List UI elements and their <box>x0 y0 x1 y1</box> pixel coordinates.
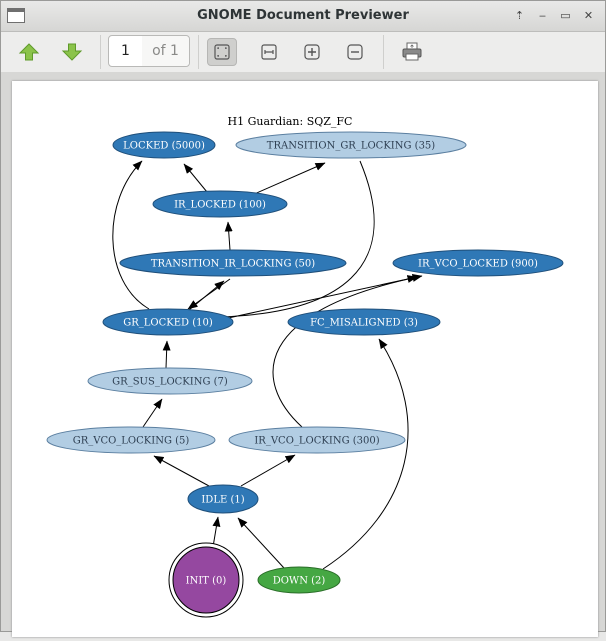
edge-gr_vco-to-gr_sus <box>142 398 163 428</box>
node-shape <box>392 249 564 277</box>
zoom-in-icon <box>304 44 320 60</box>
edge-idle-to-gr_vco <box>153 455 210 487</box>
edge-gr_locked-to-locked <box>112 160 150 310</box>
edge-trans_ir-to-gr_locked <box>187 278 231 310</box>
fit-page-icon <box>214 44 230 60</box>
node-label: IR_VCO_LOCKED (900) <box>418 259 538 270</box>
zoom-out-icon <box>347 44 363 60</box>
window-title: GNOME Document Previewer <box>197 8 409 23</box>
node-shape <box>152 190 288 218</box>
fit-width-icon <box>261 44 277 60</box>
edge-gr_locked-to-ir_vco_locked <box>218 275 418 321</box>
edge-ir_vco-to-ir_vco_locked <box>272 274 423 428</box>
node-label: GR_VCO_LOCKING (5) <box>73 436 190 447</box>
window-icon <box>7 8 25 23</box>
toolbar-separator <box>383 35 384 69</box>
document-page: H1 Guardian: SQZ_FC LOCKED (5000) TRANSIT… <box>12 81 598 637</box>
edge-trans_gr-to-gr_locked <box>186 160 375 322</box>
node-shape <box>87 367 253 395</box>
window-controls: ⇡ ‒ ▭ ✕ <box>509 6 599 25</box>
node-label: IDLE (1) <box>201 495 244 506</box>
node-label: FC_MISALIGNED (3) <box>310 318 418 329</box>
node-label: GR_SUS_LOCKING (7) <box>112 377 228 388</box>
toolbar-separator <box>100 35 101 69</box>
document-view[interactable]: H1 Guardian: SQZ_FC LOCKED (5000) TRANSIT… <box>1 72 605 637</box>
node-shape <box>287 308 441 336</box>
best-fit-button[interactable] <box>207 38 237 66</box>
node-label: GR_LOCKED (10) <box>123 318 213 329</box>
arrow-down-icon <box>61 43 83 61</box>
toolbar-separator <box>198 35 199 69</box>
page-number-input[interactable]: 1 <box>109 36 143 66</box>
node-gr-locked: GR_LOCKED (10) <box>102 308 234 336</box>
node-shape <box>172 546 240 614</box>
node-label: TRANSITION_IR_LOCKING (50) <box>151 259 315 270</box>
node-label: TRANSITION_GR_LOCKING (35) <box>267 141 436 152</box>
node-gr-sus: GR_SUS_LOCKING (7) <box>87 367 253 395</box>
page-count-label: of 1 <box>142 36 189 66</box>
node-idle: IDLE (1) <box>187 484 259 514</box>
edge-trans_ir-to-ir_locked <box>224 221 233 251</box>
node-shape <box>112 131 216 159</box>
node-fc-misaligned: FC_MISALIGNED (3) <box>287 308 441 336</box>
node-label: LOCKED (5000) <box>123 141 205 152</box>
node-down: DOWN (2) <box>257 566 341 594</box>
edge-ir_locked-to-locked <box>183 163 208 193</box>
node-label: INIT (0) <box>186 576 227 587</box>
node-shape <box>102 308 234 336</box>
graph-title: H1 Guardian: SQZ_FC <box>228 115 353 128</box>
node-ir-locked: IR_LOCKED (100) <box>152 190 288 218</box>
up-arrow-icon[interactable]: ⇡ <box>514 9 525 22</box>
node-label: IR_VCO_LOCKING (300) <box>254 436 379 447</box>
arrow-up-icon <box>18 43 40 61</box>
zoom-in-button[interactable] <box>297 38 327 66</box>
node-trans-ir: TRANSITION_IR_LOCKING (50) <box>119 249 347 277</box>
next-page-button[interactable] <box>57 38 87 66</box>
zoom-out-button[interactable] <box>340 38 370 66</box>
node-ir-vco-locked: IR_VCO_LOCKED (900) <box>392 249 564 277</box>
node-shape <box>187 484 259 514</box>
maximize-button[interactable]: ▭ <box>560 9 571 22</box>
printer-icon <box>402 42 422 61</box>
previous-page-button[interactable] <box>14 38 44 66</box>
edge-idle-to-ir_vco <box>240 454 296 487</box>
node-shape <box>228 426 406 454</box>
edge-ir_locked-to-trans_gr <box>251 162 326 196</box>
node-shape <box>257 566 341 594</box>
title-bar[interactable]: GNOME Document Previewer ⇡ ‒ ▭ ✕ <box>1 1 605 32</box>
node-shape <box>235 131 467 159</box>
node-ir-vco: IR_VCO_LOCKING (300) <box>228 426 406 454</box>
edge-gr_sus-to-gr_locked <box>162 340 171 369</box>
state-graph: H1 Guardian: SQZ_FC LOCKED (5000) TRANSIT… <box>46 115 564 618</box>
node-gr-vco: GR_VCO_LOCKING (5) <box>46 426 216 454</box>
node-shape <box>46 426 216 454</box>
print-button[interactable] <box>397 38 427 66</box>
edge-down-to-idle <box>237 517 285 569</box>
node-trans-gr: TRANSITION_GR_LOCKING (35) <box>235 131 467 159</box>
edge-group <box>112 160 423 570</box>
node-locked: LOCKED (5000) <box>112 131 216 159</box>
minimize-button[interactable]: ‒ <box>539 9 546 22</box>
node-label: IR_LOCKED (100) <box>174 200 266 211</box>
page-selector[interactable]: 1 of 1 <box>108 35 190 67</box>
node-shape <box>119 249 347 277</box>
fit-width-button[interactable] <box>254 38 284 66</box>
node-init: INIT (0) <box>168 542 244 618</box>
edge-down-to-fc_misaligned <box>322 338 409 570</box>
close-button[interactable]: ✕ <box>583 9 594 22</box>
edge-init-to-idle <box>212 516 221 548</box>
toolbar: 1 of 1 <box>1 32 605 72</box>
node-label: DOWN (2) <box>273 576 326 587</box>
node-group: LOCKED (5000) TRANSITION_GR_LOCKING (35) I… <box>46 131 564 618</box>
